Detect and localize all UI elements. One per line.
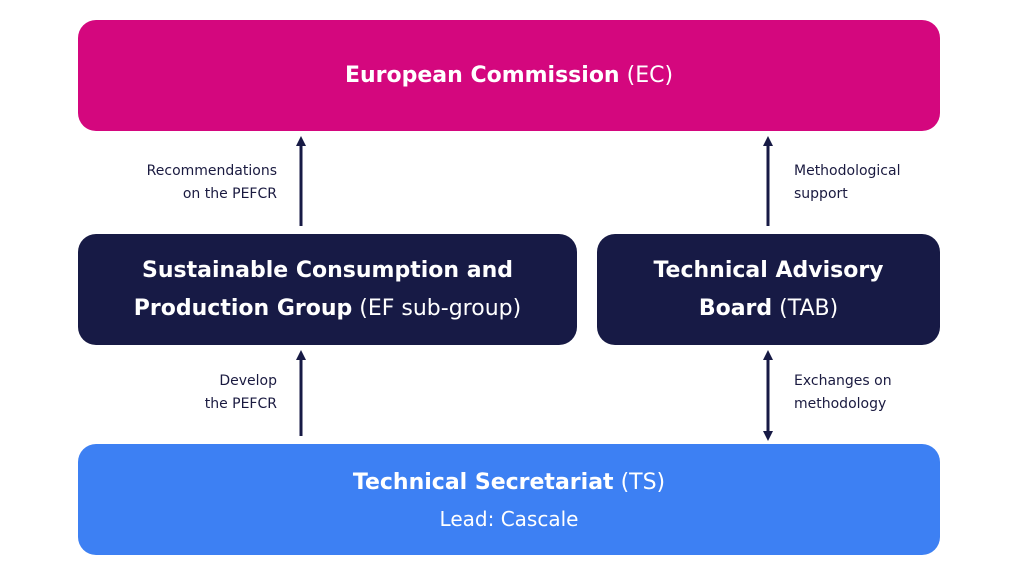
tab-title-line1: Technical Advisory — [653, 257, 884, 283]
scp-abbrev: (EF sub-group) — [359, 295, 522, 321]
label-methodological-line2: support — [794, 186, 848, 202]
label-methodological-line1: Methodological — [794, 163, 901, 179]
european-commission-box: European Commission (EC) — [78, 20, 940, 131]
label-exchanges-line2: methodology — [794, 396, 887, 412]
ts-abbrev: (TS) — [620, 469, 666, 495]
label-methodological: Methodological support — [794, 160, 900, 206]
tab-abbrev: (TAB) — [779, 295, 839, 321]
label-recommendations-line1: Recommendations — [146, 163, 277, 179]
label-exchanges: Exchanges on methodology — [794, 370, 892, 416]
label-develop: Develop the PEFCR — [205, 370, 277, 416]
label-exchanges-line1: Exchanges on — [794, 373, 892, 389]
scp-title-line2: Production Group — [133, 295, 353, 321]
ec-abbrev: (EC) — [626, 62, 674, 88]
scp-title-line1: Sustainable Consumption and — [142, 257, 513, 283]
technical-advisory-board-box: Technical Advisory Board (TAB) — [597, 234, 940, 345]
technical-secretariat-box: Technical Secretariat (TS) Lead: Cascale — [78, 444, 940, 555]
label-develop-line1: Develop — [219, 373, 277, 389]
tab-title-line2: Board — [698, 295, 773, 321]
ts-title: Technical Secretariat — [352, 469, 614, 495]
ts-lead: Lead: Cascale — [439, 506, 579, 531]
sustainable-consumption-group-box: Sustainable Consumption and Production G… — [78, 234, 577, 345]
label-develop-line2: the PEFCR — [204, 396, 277, 412]
label-recommendations: Recommendations on the PEFCR — [147, 160, 277, 206]
ec-title: European Commission — [344, 62, 620, 88]
label-recommendations-line2: on the PEFCR — [182, 186, 277, 202]
